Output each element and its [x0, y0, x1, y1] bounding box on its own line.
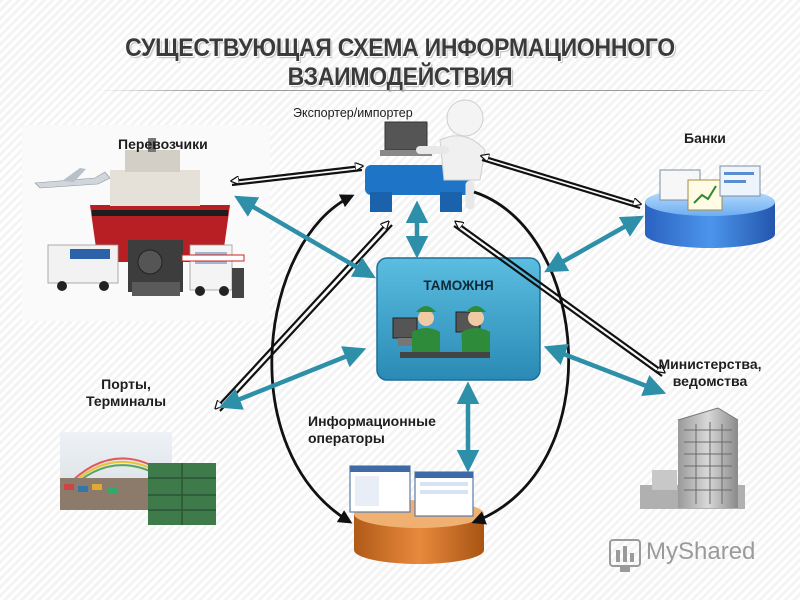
ministries-label-line1: Министерства, [658, 356, 762, 372]
arrow-carriers-customs [234, 195, 376, 279]
watermark-text: MyShared [646, 538, 756, 565]
info-operators-label-line2: операторы [308, 430, 385, 446]
teal-arrows [218, 195, 667, 473]
ministries-label-line2: ведомства [672, 373, 748, 389]
arrow-banks-customs [544, 215, 644, 273]
carriers-label: Перевозчики [118, 136, 208, 152]
ministries-label: Министерства, ведомства [640, 356, 780, 390]
arrow-ports-customs [218, 346, 367, 410]
ports-label-line2: Терминалы [85, 393, 167, 409]
ports-image [60, 432, 216, 525]
carriers-image [22, 125, 270, 321]
customs-label: ТАМОЖНЯ [423, 278, 494, 293]
title-underline [95, 90, 775, 91]
exporter-label: Экспортер/импортер [293, 106, 413, 120]
arrow-exporter-banks [482, 156, 640, 204]
watermark-logo-icon [609, 539, 641, 572]
banks-database-image [645, 165, 775, 248]
info-operators-label-line1: Информационные [308, 413, 436, 429]
ports-label-line1: Порты, [101, 376, 151, 392]
arrow-carriers-exporter [232, 166, 362, 181]
arrow-customs-ministries [543, 343, 667, 397]
slide-title: СУЩЕСТВУЮЩАЯ СХЕМА ИНФОРМАЦИОННОГО ВЗАИМ… [125, 34, 675, 91]
banks-label: Банки [684, 130, 726, 146]
info-operators-database-image [349, 465, 484, 564]
info-operators-label: Информационные операторы [308, 413, 436, 447]
exporter-figure-image [365, 99, 486, 212]
ministries-building-image [640, 407, 745, 509]
ports-label: Порты, Терминалы [70, 376, 182, 410]
